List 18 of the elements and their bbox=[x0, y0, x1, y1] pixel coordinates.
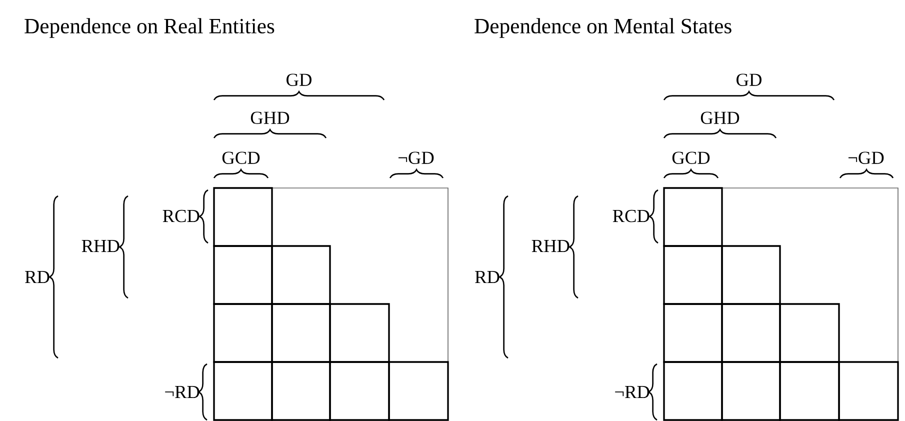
panel-title: Dependence on Mental States bbox=[474, 18, 732, 38]
brace-label: ¬GD bbox=[398, 152, 434, 164]
brace-label: ¬RD bbox=[615, 386, 650, 398]
brace-label: GHD bbox=[700, 112, 740, 124]
brace-label: GCD bbox=[672, 152, 710, 164]
brace-label: ¬RD bbox=[165, 386, 200, 398]
brace-label: RCD bbox=[162, 210, 200, 222]
panel-title: Dependence on Real Entities bbox=[24, 18, 274, 38]
brace-label: GCD bbox=[222, 152, 260, 164]
brace-label: RCD bbox=[612, 210, 650, 222]
brace-label: RD bbox=[475, 271, 500, 284]
brace-label: RD bbox=[25, 271, 50, 284]
brace-label: RHD bbox=[532, 240, 570, 252]
brace-label: ¬GD bbox=[848, 152, 884, 164]
brace-label: RHD bbox=[82, 240, 120, 252]
brace-label: GD bbox=[736, 74, 762, 86]
brace-label: GHD bbox=[250, 112, 290, 124]
brace-label: GD bbox=[286, 74, 312, 86]
